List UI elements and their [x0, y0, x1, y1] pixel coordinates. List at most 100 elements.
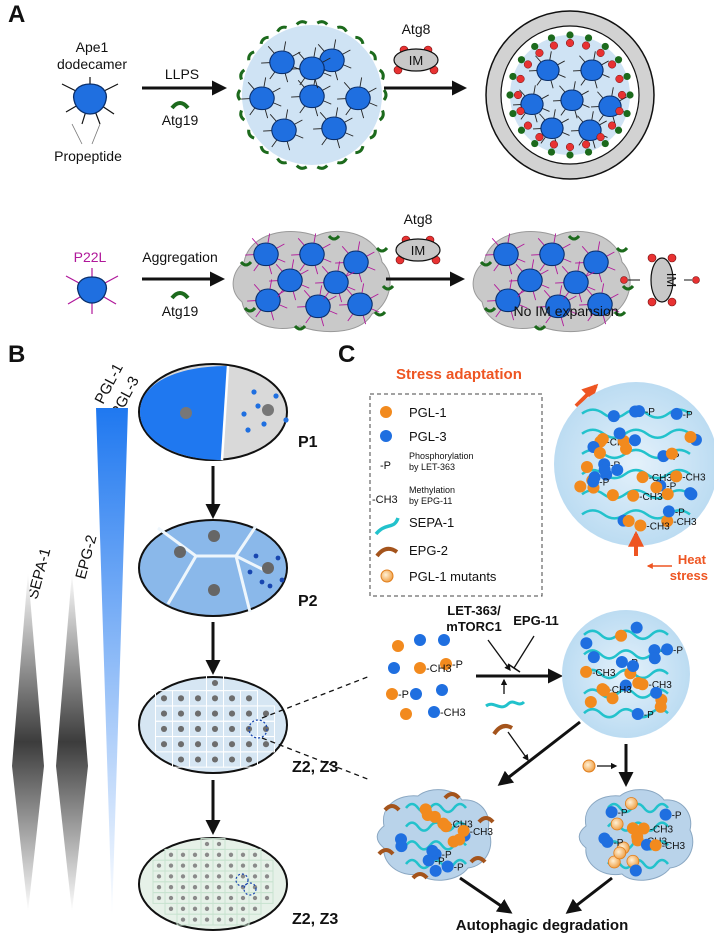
- ape1-in-droplet: [241, 77, 282, 119]
- free-ch3-mark: -CH3: [426, 663, 452, 675]
- modification-mark: -P: [673, 645, 683, 656]
- cell-nucleus: [264, 863, 270, 868]
- atg19-on-vesicle: [517, 56, 526, 64]
- epg11-label: EPG-11: [513, 613, 559, 628]
- modification-mark: -P: [435, 856, 445, 867]
- pgl3-protein: [650, 686, 663, 699]
- p22l-in-aggregate: [579, 283, 620, 325]
- cell-nucleus: [168, 874, 174, 879]
- sepa1-diamond: [12, 572, 44, 912]
- atg8-on-vesicle: [565, 142, 575, 152]
- panel-c-label: C: [338, 341, 355, 368]
- cell-nucleus: [204, 885, 210, 890]
- cell-nucleus: [228, 741, 236, 748]
- atg8-on-vesicle: [582, 41, 591, 50]
- ape1-droplet: [236, 20, 388, 170]
- degradation-arrow-right: [565, 876, 613, 914]
- pgl3-protein: [640, 838, 653, 851]
- ape1-in-droplet: [291, 47, 332, 89]
- epg2-on-aggregate: [383, 804, 401, 812]
- cell-nucleus: [252, 885, 258, 890]
- atg19-on-vesicle: [566, 151, 574, 159]
- cell-nucleus: [245, 695, 253, 702]
- atg19-on-droplet: [295, 20, 308, 26]
- atg19-on-droplet: [239, 68, 246, 81]
- p22l-in-aggregate: [575, 241, 616, 283]
- ape1-in-droplet: [263, 109, 304, 151]
- cell-nucleus: [204, 917, 210, 922]
- ape1-in-droplet: [261, 41, 302, 83]
- cell-nucleus: [216, 885, 222, 890]
- atg19-on-vesicle: [506, 91, 514, 99]
- pgl3-protein: [670, 407, 683, 420]
- ape1-in-vesicle: [529, 51, 566, 89]
- atg19-on-vesicle: [531, 42, 539, 51]
- cell-nucleus: [177, 741, 185, 748]
- cell-nucleus: [160, 695, 168, 702]
- im-side-icon: IM: [620, 253, 700, 307]
- cell-nucleus: [180, 852, 186, 857]
- cell-nucleus: [240, 895, 246, 901]
- pgl1-protein: [665, 447, 678, 460]
- pgl1-protein: [574, 480, 587, 493]
- modification-mark: -P: [442, 850, 452, 861]
- modification-mark: -CH3: [662, 841, 686, 852]
- cell-nucleus: [204, 895, 210, 901]
- p22l-in-aggregate: [485, 233, 526, 275]
- cell-nucleus: [252, 874, 258, 879]
- ape1-in-vesicle: [513, 85, 550, 123]
- modification-mark: -CH3: [608, 685, 632, 696]
- p-granule-dot: [253, 553, 259, 559]
- cell-nucleus: [156, 874, 162, 879]
- epg2-diamond: [56, 572, 88, 912]
- atg19-on-vesicle: [584, 148, 593, 156]
- atg19-on-droplet: [316, 164, 329, 170]
- pgl1-protein: [636, 471, 649, 484]
- atg19-on-vesicle: [531, 139, 539, 148]
- panel-a: A Ape1 dodecamer Propeptide LLPS Atg19 A…: [8, 1, 700, 333]
- atg8-label-top: Atg8: [402, 21, 431, 37]
- atg8-on-vesicle: [617, 90, 627, 100]
- pgl3-protein: [607, 410, 620, 423]
- p-granule-dot: [261, 421, 267, 427]
- legend-ch3-symbol: -CH3: [372, 494, 398, 506]
- modification-mark: -P: [644, 710, 654, 721]
- atg19-on-droplet: [295, 164, 308, 170]
- atg19-on-droplet: [276, 25, 288, 33]
- embryo-p2: [138, 519, 288, 617]
- sepa1-strand: [583, 629, 669, 641]
- free-pgl1: [440, 658, 452, 670]
- pgl3-protein: [685, 488, 698, 501]
- pgl-granule: -P-CH3-P-CH3-P-CH3-P: [562, 610, 690, 738]
- atg19-on-droplet: [369, 50, 377, 61]
- free-pgl3: [410, 688, 422, 700]
- atg19-on-vesicle: [509, 109, 517, 118]
- cell-nucleus: [211, 725, 219, 732]
- atg8-on-vesicle: [516, 107, 525, 116]
- cell-nucleus: [192, 852, 198, 857]
- ape1-in-vesicle: [533, 109, 570, 147]
- pgl1-mutant: [610, 817, 624, 831]
- atg8-label-bottom: Atg8: [404, 211, 433, 227]
- atg19-on-droplet: [259, 145, 269, 155]
- cell-nucleus: [194, 710, 202, 717]
- stress-droplet: -P-CH3-P-CH3-P-CH3-P-CH3-P-CH3-P-CH3-P: [554, 382, 714, 546]
- atg19-on-vesicle: [547, 148, 556, 156]
- free-p-mark: -P: [452, 659, 463, 671]
- cell-nucleus: [211, 679, 219, 687]
- atg19-on-aggregate: [293, 324, 307, 331]
- let363-label-1: LET-363/: [447, 603, 501, 618]
- cell-nucleus: [160, 741, 168, 748]
- modification-mark: -CH3: [592, 668, 616, 679]
- atg19-on-vesicle: [517, 126, 526, 134]
- pgl3-protein: [629, 405, 642, 418]
- p22l-in-aggregate: [291, 233, 332, 275]
- sepa1-strand: [405, 802, 467, 814]
- pgl3-protein: [580, 637, 593, 650]
- pgl1-protein: [453, 833, 466, 846]
- atg19-label-bottom: Atg19: [162, 303, 199, 319]
- p22l-in-aggregate: [247, 279, 288, 321]
- panel-b-label: B: [8, 341, 25, 368]
- cell-nucleus: [262, 741, 270, 748]
- cell-nucleus: [262, 710, 270, 717]
